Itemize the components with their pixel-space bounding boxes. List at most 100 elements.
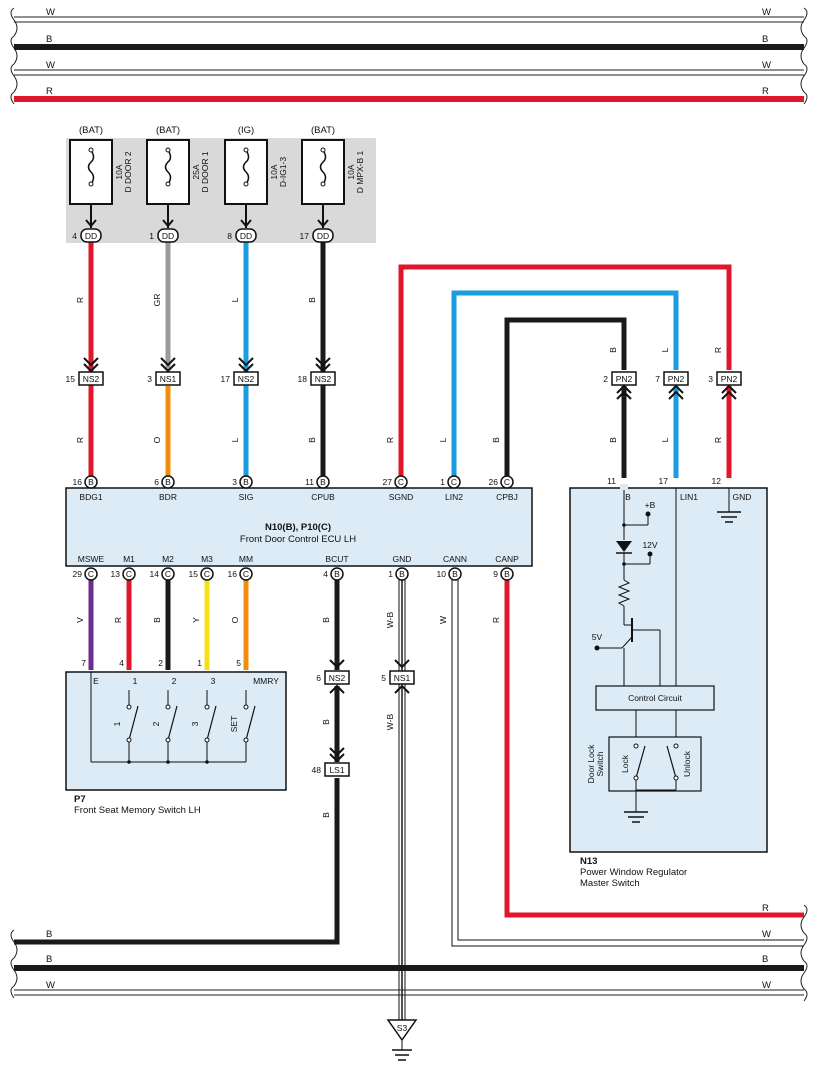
bottom-bus: B B B W W [10, 904, 808, 1002]
svg-text:2: 2 [603, 374, 608, 384]
dd-pin-4: DD 17 [300, 228, 334, 243]
fuse-name-2: D DOOR 1 [200, 151, 210, 192]
fuse-rating-2: 25A [191, 164, 201, 179]
ecu-bottom-wires: V R B Y O B B B W-B W-B W R [14, 580, 804, 1020]
svg-text:PN2: PN2 [616, 374, 633, 384]
svg-text:CANN: CANN [443, 554, 467, 564]
svg-text:7: 7 [81, 658, 86, 668]
fuse-source-2: (BAT) [156, 125, 180, 136]
junction-ns1-3: NS1 3 [147, 357, 181, 386]
ecu-pin-gnd: GND B 1 [388, 554, 412, 581]
bottom-bus-code-3r: W [762, 980, 771, 991]
dd-pin-1: DD 4 [72, 228, 102, 243]
svg-text:C: C [451, 477, 457, 487]
svg-text:CPBJ: CPBJ [496, 492, 518, 502]
svg-text:SGND: SGND [389, 492, 414, 502]
svg-text:B: B [152, 617, 162, 623]
dd-connectors: DD 4 DD 1 DD 8 DD 17 [72, 228, 334, 243]
svg-text:B: B [608, 437, 618, 443]
fuse-d-door-1: (BAT) 25A D DOOR 1 [146, 125, 210, 205]
svg-text:1: 1 [197, 658, 202, 668]
ecu-pin-mswe: MSWE C 29 [73, 554, 105, 581]
top-bus-line-r: R R [14, 86, 804, 102]
svg-text:C: C [204, 569, 210, 579]
svg-text:LS1: LS1 [329, 765, 344, 775]
wire-bdg1-red: R R [75, 204, 97, 478]
svg-text:12: 12 [712, 476, 722, 486]
junction-pn2-7: PN2 7 [655, 371, 689, 400]
bottom-bus-code-1: B [46, 929, 52, 940]
svg-text:B: B [504, 569, 510, 579]
svg-text:W-B: W-B [385, 611, 395, 628]
svg-text:NS2: NS2 [329, 673, 346, 683]
svg-text:3: 3 [232, 477, 237, 487]
svg-text:Switch: Switch [595, 751, 605, 776]
svg-text:PN2: PN2 [721, 374, 738, 384]
svg-text:3: 3 [708, 374, 713, 384]
bottom-bus-code-3: W [46, 980, 55, 991]
svg-text:DD: DD [240, 231, 252, 241]
junction-pn2-2: PN2 2 [603, 371, 637, 400]
dd-pin-3: DD 8 [227, 228, 257, 243]
svg-text:E: E [93, 676, 99, 686]
n13-pin-lin1: 17 LIN1 [659, 476, 699, 502]
svg-text:C: C [504, 477, 510, 487]
svg-text:B: B [321, 719, 331, 725]
top-bus: W W B B W W R R [10, 7, 808, 105]
svg-text:V: V [75, 617, 85, 623]
svg-text:8: 8 [227, 231, 232, 241]
wire-code-4a: B [307, 297, 317, 303]
bottom-bus-code-2r: B [762, 954, 768, 965]
top-bus-code-1: W [46, 7, 55, 18]
svg-text:2: 2 [151, 721, 161, 726]
svg-text:C: C [88, 569, 94, 579]
svg-text:MSWE: MSWE [78, 554, 105, 564]
svg-text:B: B [165, 477, 171, 487]
svg-text:9: 9 [493, 569, 498, 579]
master-switch: 11 B 17 LIN1 12 GND +B 12V [569, 476, 768, 889]
svg-text:M2: M2 [162, 554, 174, 564]
svg-text:S3: S3 [397, 1023, 408, 1033]
svg-text:3: 3 [190, 721, 200, 726]
svg-text:+B: +B [645, 500, 656, 510]
svg-text:MM: MM [239, 554, 253, 564]
svg-text:5: 5 [381, 673, 386, 683]
svg-text:DD: DD [317, 231, 329, 241]
svg-text:Lock: Lock [620, 754, 630, 773]
n13-pin-markers [620, 484, 628, 490]
ecu-pin-sig: B 3 SIG [232, 475, 253, 502]
top-bus-code-1r: W [762, 7, 771, 18]
svg-text:1: 1 [388, 569, 393, 579]
svg-text:BDR: BDR [159, 492, 177, 502]
fuse-rating-1: 10A [114, 164, 124, 179]
top-bus-line-w2: W W [14, 60, 804, 76]
svg-text:6: 6 [316, 673, 321, 683]
fuse-source-3: (IG) [238, 125, 254, 136]
wire-sig-blue: L L [230, 204, 252, 478]
svg-text:13: 13 [111, 569, 121, 579]
svg-text:14: 14 [150, 569, 160, 579]
svg-text:W: W [438, 616, 448, 624]
fuse-d-mpx-b-1: (BAT) 10A D MPX-B 1 [301, 125, 365, 205]
n13-pin-b: 11 B [607, 476, 631, 502]
ecu-pin-cann: CANN B 10 [437, 554, 467, 581]
ecu-pin-m2: M2 C 14 [150, 554, 175, 581]
svg-text:NS2: NS2 [83, 374, 100, 384]
junction-ns2-6: NS2 6 [316, 659, 350, 694]
svg-text:B: B [321, 617, 331, 623]
svg-text:C: C [126, 569, 132, 579]
wire-code-3b: L [230, 437, 240, 442]
wire-code-4b: B [307, 437, 317, 443]
svg-text:MMRY: MMRY [253, 676, 279, 686]
svg-text:GND: GND [393, 554, 412, 564]
fuse-name-4: D MPX-B 1 [355, 150, 365, 193]
wire-sgnd-red: R R R [385, 264, 732, 478]
seat-switch-name: Front Seat Memory Switch LH [74, 805, 201, 816]
svg-text:3: 3 [211, 676, 216, 686]
n13-pin-gnd: 12 GND [712, 476, 752, 502]
junction-pn2-3: PN2 3 [708, 371, 742, 400]
svg-text:R: R [385, 437, 395, 443]
svg-text:GND: GND [733, 492, 752, 502]
ecu-pin-bdg1: B 16 BDG1 [73, 475, 103, 502]
svg-text:Door Lock: Door Lock [586, 744, 596, 783]
